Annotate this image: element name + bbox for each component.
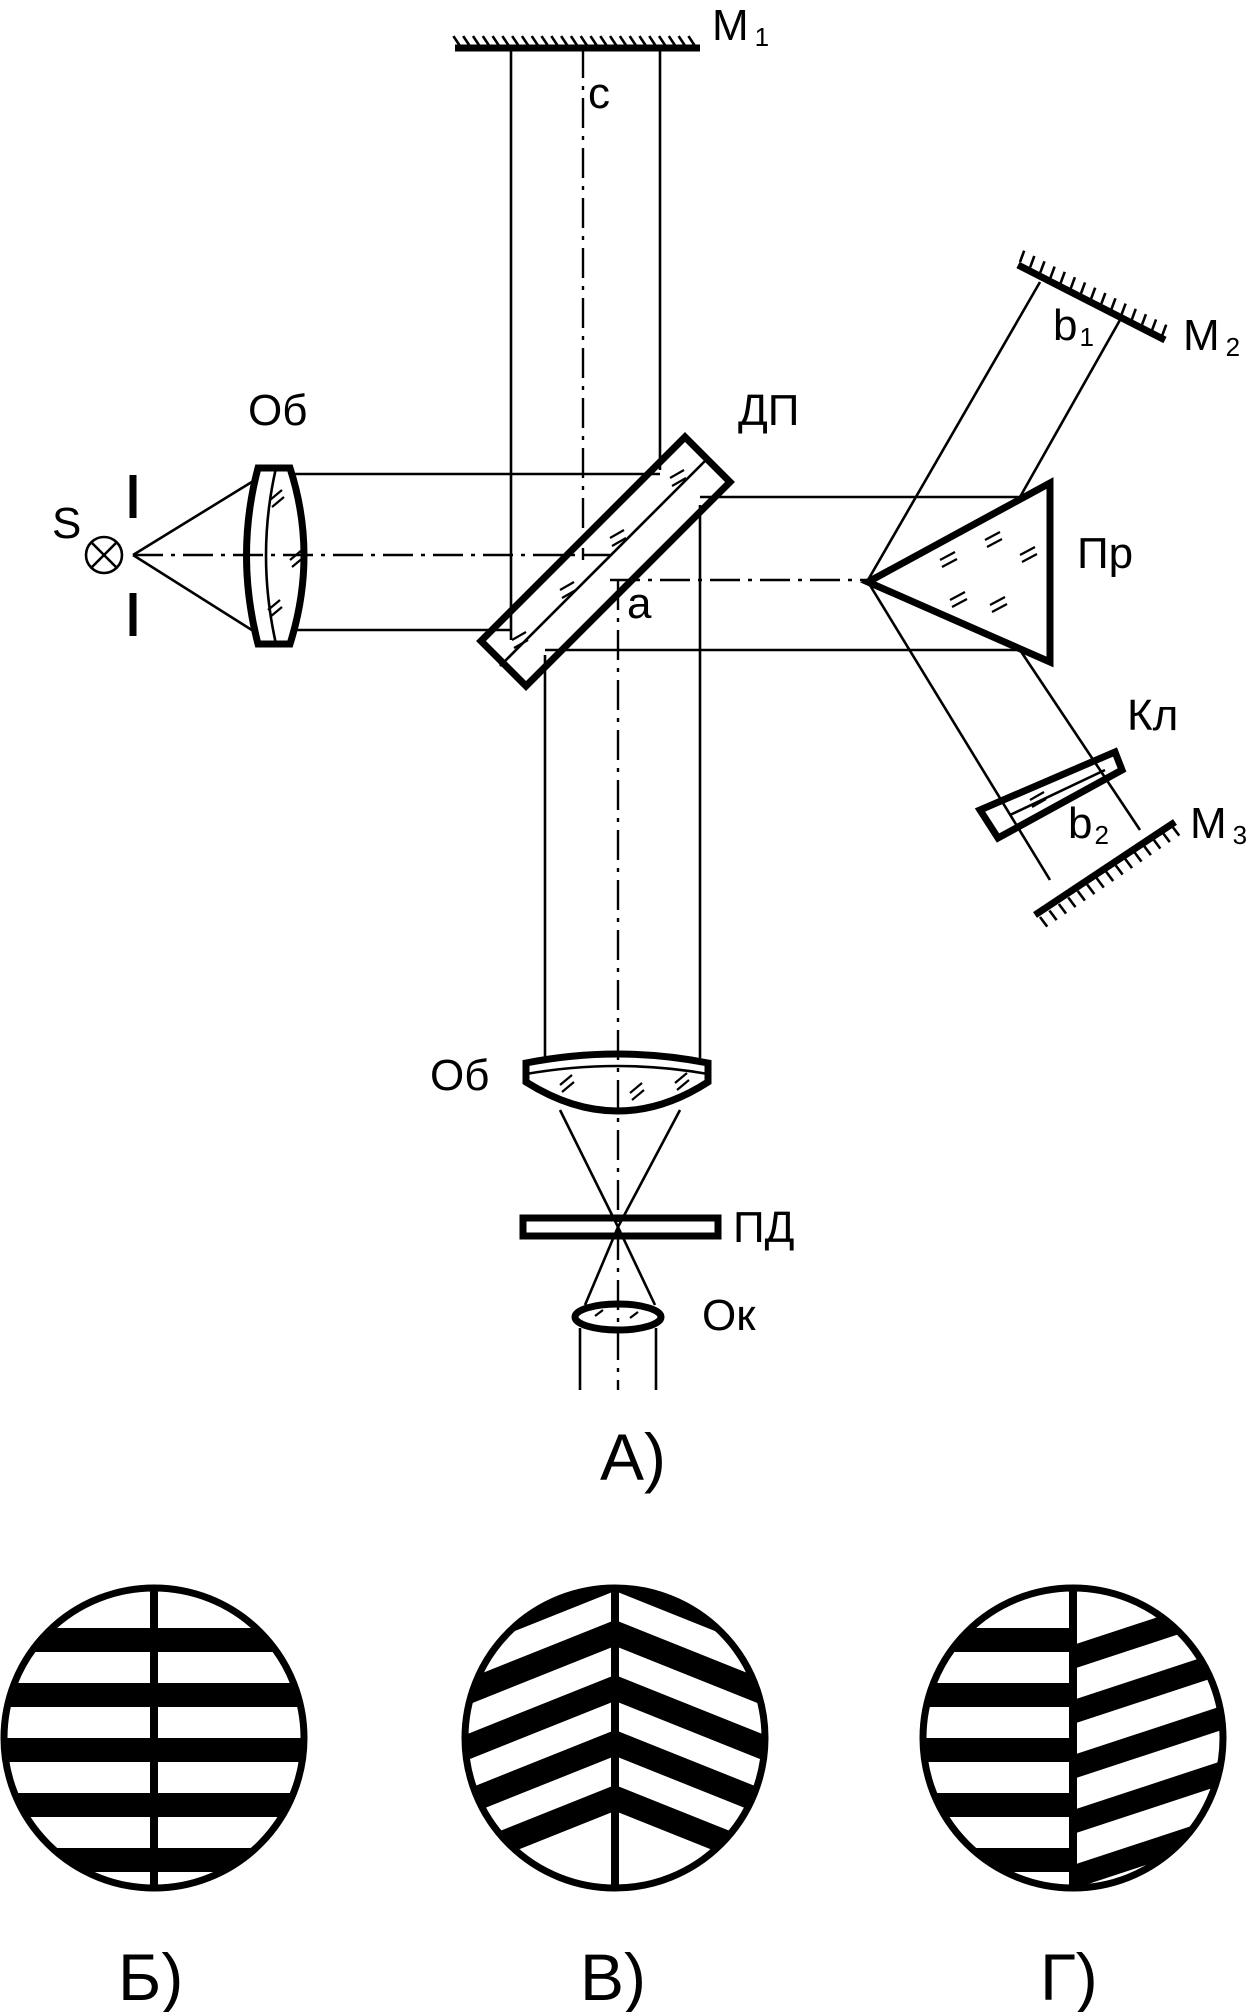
mirror-hatch-mark — [491, 35, 501, 47]
panel-label-v: В) — [580, 1940, 646, 2012]
objective-bottom — [522, 1050, 712, 1115]
mirror-hatch-mark — [628, 35, 638, 47]
mirror-m3 — [1033, 819, 1181, 928]
mirror-hatch-mark — [1057, 903, 1068, 915]
fringe-panel-v — [461, 1584, 769, 1892]
label-objective-top: Об — [248, 386, 307, 435]
mirror-hatch-mark — [1152, 838, 1162, 850]
mirror-hatch-mark — [579, 35, 589, 47]
mirror-m1 — [452, 35, 700, 52]
mirror-hatch-mark — [657, 35, 667, 47]
beam-left — [133, 472, 660, 632]
mirror-hatch-mark — [618, 35, 628, 47]
mirror-hatch-mark — [471, 35, 481, 47]
beam-to-m1 — [509, 48, 662, 640]
label-beam-splitter: ДП — [738, 386, 799, 435]
mirror-hatch-mark — [1086, 883, 1096, 895]
mirror-hatch-mark — [1104, 870, 1115, 882]
mirror-hatch-mark — [530, 35, 540, 47]
source-cone — [132, 478, 256, 634]
label-objective-bottom: Об — [430, 1051, 489, 1100]
mirror-hatch-mark — [1140, 313, 1148, 326]
mirror-hatch-mark — [1028, 255, 1036, 268]
mirror-hatch-mark — [1049, 266, 1056, 279]
label-b1: b1 — [1053, 301, 1094, 352]
mirror-hatch-mark — [667, 35, 677, 47]
fringe-panel-g — [919, 1584, 1227, 1892]
mirror-hatch-mark — [511, 35, 520, 47]
wedge — [974, 747, 1127, 843]
label-c: c — [588, 69, 610, 118]
mirror-hatch-mark — [569, 35, 579, 47]
field-diaphragm — [519, 1214, 722, 1240]
mirror-hatch-mark — [1069, 276, 1077, 289]
mirror-hatch-mark — [1048, 909, 1058, 921]
beam-to-m2 — [866, 281, 1122, 581]
mirror-hatch-mark — [1099, 292, 1107, 305]
mirror-hatch-mark — [687, 35, 697, 47]
focus-cone — [558, 1109, 682, 1306]
mirror-hatch-mark — [1079, 281, 1087, 295]
mirror-hatch-mark — [1160, 324, 1168, 337]
beam-to-m3 — [866, 581, 1142, 881]
mirror-hatch-mark — [608, 35, 618, 47]
mirror-hatch-mark — [638, 35, 648, 47]
mirror-hatch-mark — [1114, 864, 1124, 876]
label-prism: Пр — [1077, 529, 1133, 578]
panel-label-a: А) — [600, 1420, 666, 1494]
beam-splitter — [476, 432, 735, 691]
mirror-hatch-mark — [1095, 877, 1105, 889]
mirror-m2 — [1016, 250, 1168, 344]
label-eyepiece: Ок — [702, 1291, 756, 1340]
mirror-hatch-mark — [481, 35, 491, 47]
mirror-hatch-mark — [1120, 303, 1127, 316]
label-a: a — [627, 579, 652, 628]
eyepiece — [571, 1300, 665, 1390]
mirror-hatch-mark — [648, 35, 657, 47]
mirror-hatch-mark — [1089, 287, 1097, 300]
mirror-hatch-mark — [550, 35, 560, 47]
mirror-hatch-mark — [1123, 857, 1134, 869]
beam-down — [543, 505, 702, 1390]
mirror-hatch-mark — [1076, 890, 1086, 902]
mirror-hatch-mark — [1018, 250, 1026, 263]
mirror-hatch-mark — [1059, 271, 1066, 284]
mirror-hatch-mark — [677, 35, 687, 47]
beam-right — [545, 495, 1020, 652]
label-b2: b2 — [1068, 799, 1109, 850]
mirror-hatch-mark — [1170, 825, 1181, 837]
label-source: S — [52, 499, 81, 548]
mirror-hatch-mark — [540, 35, 550, 47]
mirror-hatch-mark — [452, 35, 462, 47]
mirror-hatch-mark — [1150, 318, 1158, 332]
mirror-hatch-mark — [462, 35, 471, 47]
label-field-diaphragm: ПД — [733, 1203, 794, 1252]
mirror-hatch-mark — [501, 35, 511, 47]
prism — [860, 477, 1054, 668]
panel-label-b: Б) — [118, 1940, 183, 2012]
mirror-hatch-mark — [1038, 916, 1049, 928]
mirror-hatch-mark — [1161, 831, 1171, 843]
mirror-hatch-mark — [1130, 308, 1137, 321]
mirror-hatch-mark — [1039, 260, 1046, 274]
mirror-hatch-mark — [599, 35, 608, 47]
mirror-hatch-mark — [1067, 896, 1077, 908]
objective-left — [243, 464, 308, 648]
fringe-panel-b — [0, 1584, 308, 1892]
mirror-hatch-mark — [520, 35, 530, 47]
mirror-hatch-mark — [560, 35, 569, 47]
mirror-hatch-mark — [1142, 844, 1152, 856]
label-wedge: Кл — [1127, 691, 1178, 740]
panel-label-g: Г) — [1040, 1940, 1098, 2012]
mirror-hatch-mark — [1133, 851, 1143, 863]
light-source — [84, 475, 137, 636]
mirror-hatch-mark — [1110, 297, 1117, 311]
mirror-hatch-mark — [589, 35, 599, 47]
